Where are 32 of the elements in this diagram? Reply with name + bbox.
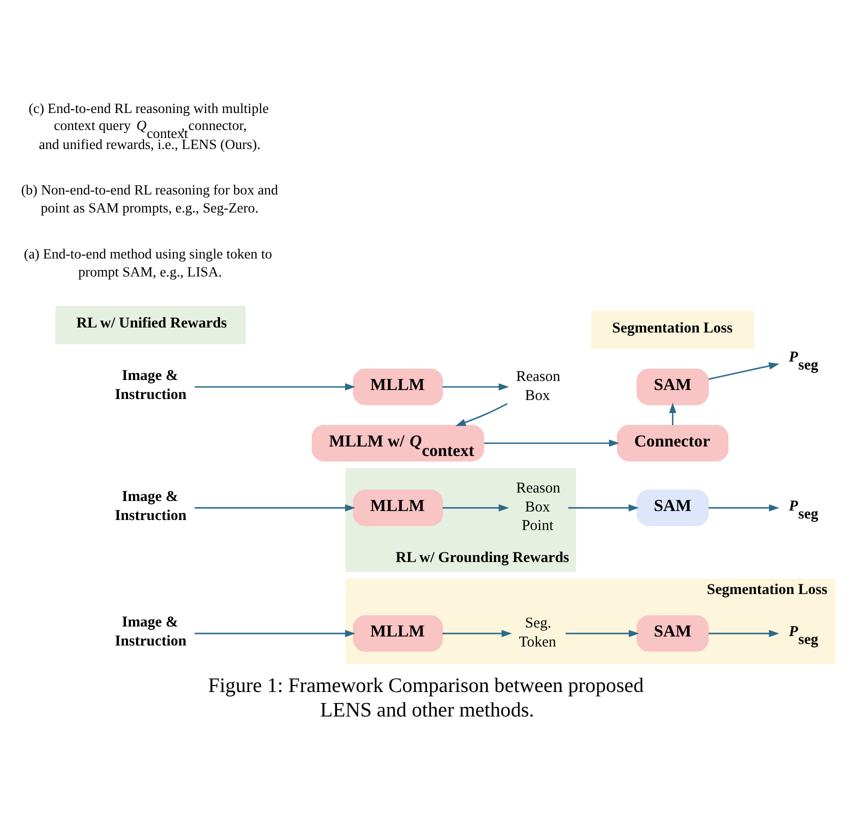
label: (a) End-to-end method using single token to prompt SAM, e.g., LISA. <box>24 246 272 280</box>
arrow <box>442 504 510 511</box>
arrow <box>194 629 356 637</box>
arrow <box>484 439 620 446</box>
arrow <box>708 504 780 511</box>
node-text: Reason Box <box>516 368 560 404</box>
node-box: MLLM <box>352 368 443 405</box>
node-text: Seg. Token <box>518 615 556 650</box>
caption: Figure 1: Framework Comparison between proposed LENS and other methods. <box>208 674 644 722</box>
node-text: Image & Instruction <box>114 368 187 402</box>
node-box: SAM <box>636 489 709 526</box>
node-box: Segmentation Loss <box>591 310 754 348</box>
arrow <box>442 382 510 390</box>
arrow <box>194 382 356 390</box>
arrow <box>568 504 639 511</box>
node-box: SAM <box>636 614 709 652</box>
arrow <box>669 402 676 425</box>
arrow <box>194 504 356 511</box>
arrow <box>455 402 508 426</box>
node-text: Reason Box Point <box>516 480 560 534</box>
arrow <box>708 629 780 637</box>
node-text: Image & Instruction <box>114 614 187 649</box>
node-box: RL w/ Unified Rewards <box>55 305 246 344</box>
arrow <box>708 362 780 380</box>
label: (b) Non-end-to-end RL reasoning for box and point as SAM prompts, e.g., Seg-Zero. <box>21 182 278 216</box>
node-box: MLLM <box>352 614 443 652</box>
arrow <box>442 629 512 637</box>
node-box: MLLM <box>352 489 443 526</box>
node-box: Connector <box>616 424 728 461</box>
node-box: SAM <box>636 368 709 405</box>
node-text: Image & Instruction <box>114 488 187 524</box>
arrow <box>566 629 640 637</box>
